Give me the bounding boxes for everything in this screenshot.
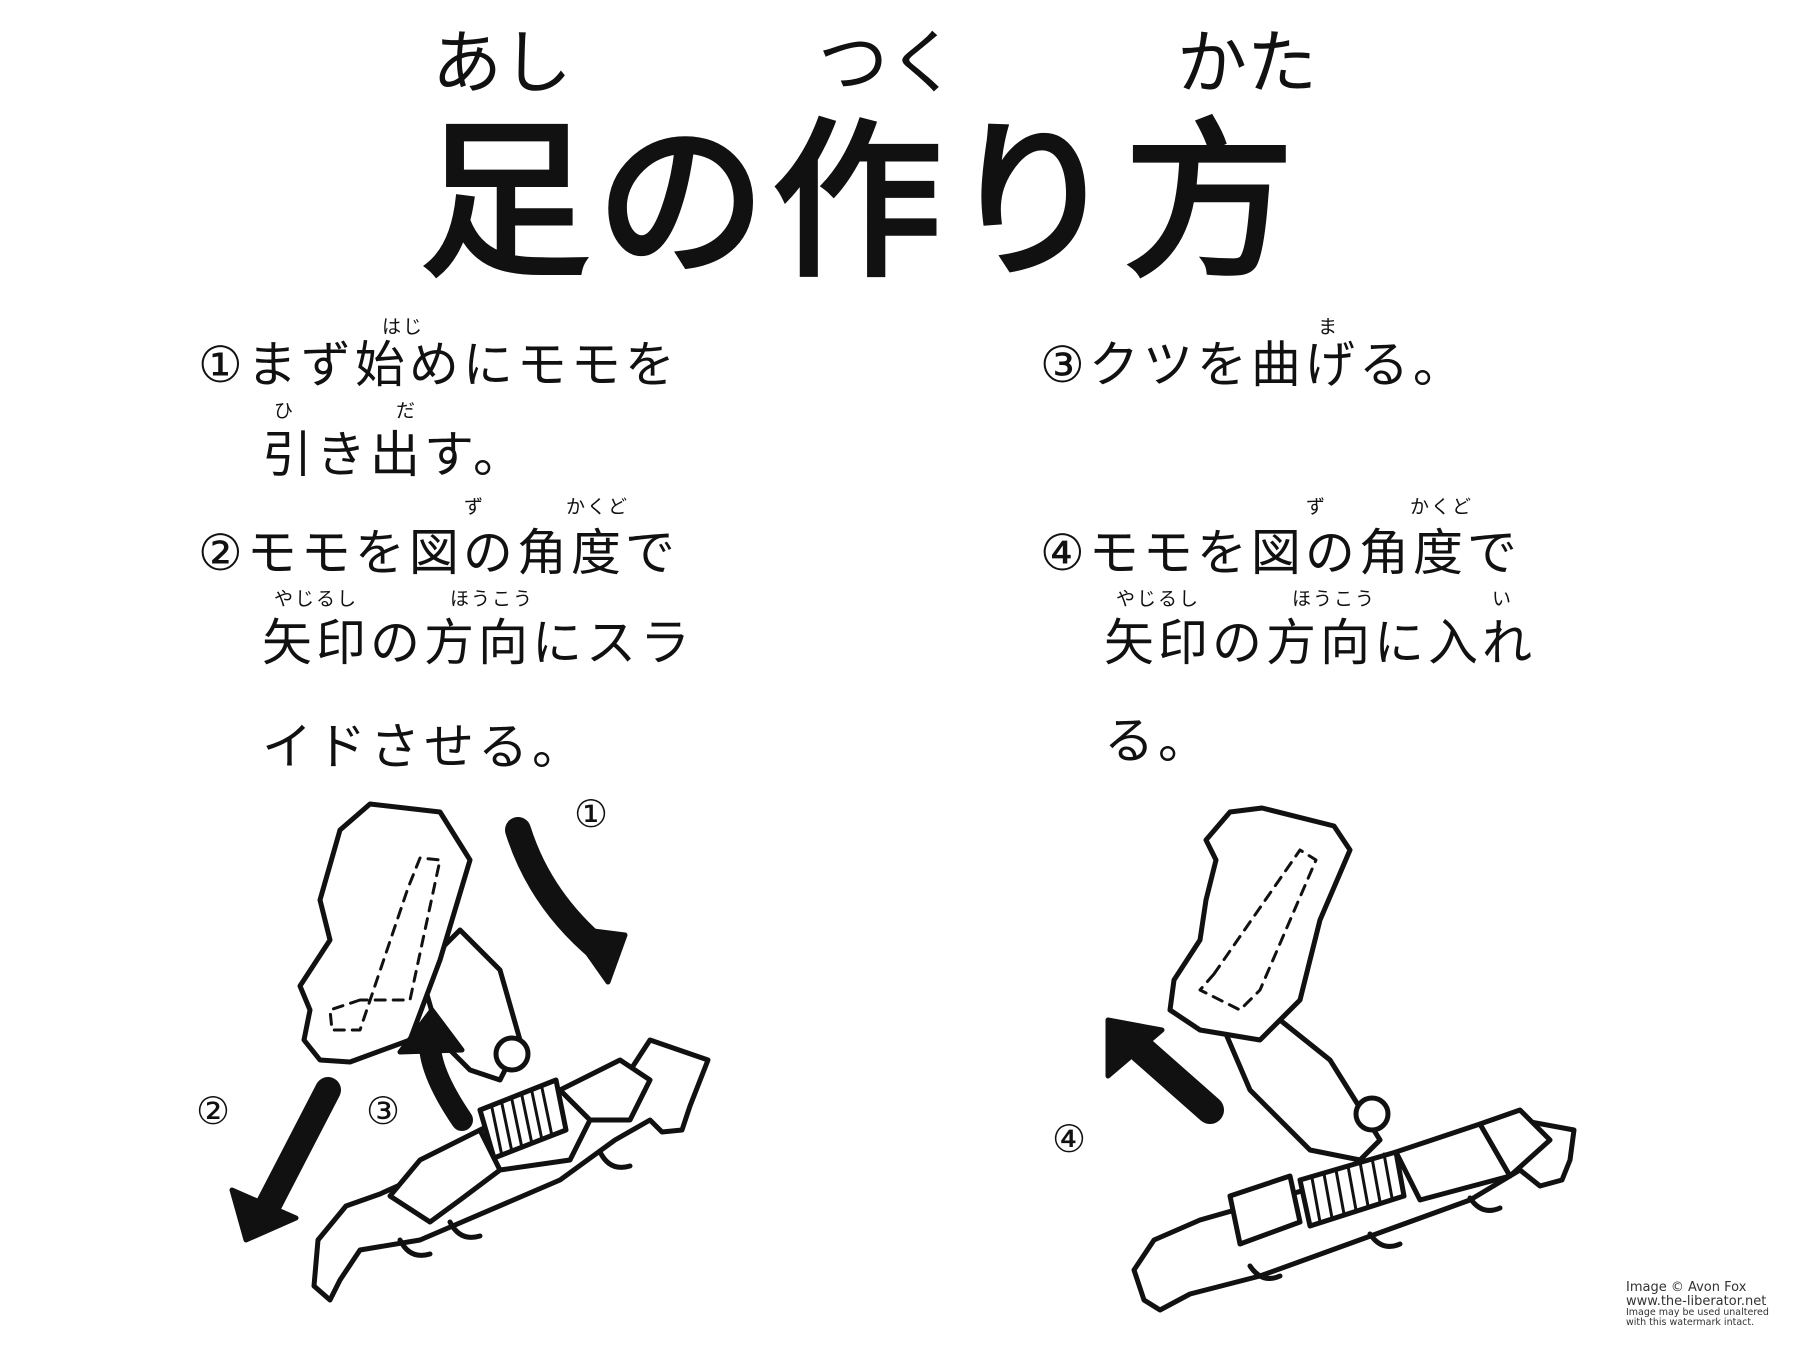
right-leg-figure	[1105, 805, 1577, 1313]
watermark-line-3: Image may be used unaltered	[1626, 1307, 1769, 1319]
ruby-zu-2: ず	[1306, 496, 1328, 518]
left-leg-figure	[229, 801, 711, 1303]
ruby-kakudo: かくど	[566, 496, 630, 518]
step-1-line-2: 引き出す。	[262, 426, 527, 484]
step-2-line-2: 矢印の方向にスラ	[262, 614, 694, 672]
step-3-line-1: ③クツを曲げる。	[1040, 340, 1467, 390]
ruby-ma: ま	[1318, 316, 1340, 338]
ruby-houkou-2: ほうこう	[1292, 588, 1377, 610]
ruby-yajirushi: やじるし	[274, 588, 359, 610]
page-title: 足の作り方	[420, 104, 1301, 302]
title-ruby-kata: かた	[1177, 22, 1317, 104]
watermark-line-4: with this watermark intact.	[1626, 1317, 1755, 1329]
step-3-marker: ③	[1040, 336, 1089, 394]
ruby-zu: ず	[464, 496, 486, 518]
step-3-text-1: クツを曲げる。	[1088, 336, 1467, 394]
step-2-marker: ②	[198, 524, 247, 582]
title-ruby-ashi: あし	[432, 22, 572, 104]
figure-label-3: ③	[366, 1089, 405, 1133]
step-2-text-1: モモを図の角度で	[246, 524, 679, 582]
ruby-kakudo-2: かくど	[1410, 496, 1474, 518]
step-1-text-1: まず始めにモモを	[246, 336, 679, 394]
ruby-hi: ひ	[274, 400, 296, 422]
step-2-line-3: イドさせる。	[262, 718, 586, 776]
step-1-marker: ①	[198, 336, 247, 394]
figure-label-2: ②	[196, 1089, 235, 1133]
step-4-line-3: る。	[1104, 712, 1212, 770]
watermark: Image © Avon Fox www.the-liberator.net I…	[1626, 1281, 1806, 1328]
watermark-line-2: www.the-liberator.net	[1626, 1293, 1767, 1309]
step-4-line-2: 矢印の方向に入れ	[1104, 614, 1536, 672]
step-4-text-1: モモを図の角度で	[1088, 524, 1521, 582]
ruby-i: い	[1492, 588, 1514, 610]
figure-label-4: ④	[1052, 1117, 1091, 1161]
title-ruby-tsuku: つく	[818, 22, 958, 104]
ruby-houkou: ほうこう	[450, 588, 535, 610]
step-4-line-1: ④モモを図の角度で	[1040, 528, 1521, 578]
step-1-line-1: ①まず始めにモモを	[198, 340, 679, 390]
step-2-line-1: ②モモを図の角度で	[198, 528, 679, 578]
ruby-hajime: はじ	[382, 316, 425, 338]
step-4-marker: ④	[1040, 524, 1089, 582]
watermark-line-1: Image © Avon Fox	[1626, 1280, 1747, 1295]
figure-label-1: ①	[574, 792, 613, 836]
ruby-da: だ	[396, 400, 418, 422]
ruby-yajirushi-2: やじるし	[1116, 588, 1201, 610]
